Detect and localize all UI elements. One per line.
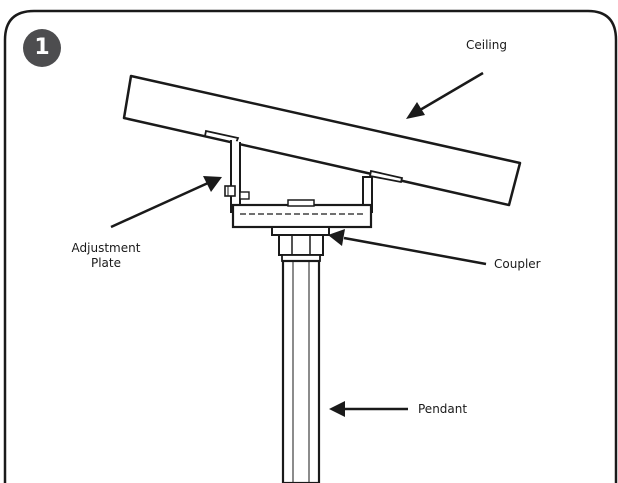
step-number-badge: 1 [23, 29, 61, 67]
coupler-arrow-line [343, 236, 487, 266]
adjustment-plate-label: Adjustment Plate [64, 241, 148, 271]
adjustment-arrow-line [110, 181, 209, 229]
adjustment-plate-left-leg [230, 140, 241, 213]
pendant-arrow-head [329, 401, 345, 417]
ceiling-arrow-line [419, 71, 484, 112]
ceiling-label: Ceiling [466, 38, 507, 52]
adjustment-plate-label-line1: Adjustment [71, 241, 141, 255]
adjustment-arrow-head [203, 176, 222, 192]
pendant-label: Pendant [418, 402, 468, 416]
left-leg-screw [224, 185, 236, 197]
ceiling-arrow-head [406, 102, 425, 119]
adjustment-plate-bar [231, 203, 373, 229]
coupler-label: Coupler [494, 257, 541, 271]
pendant-tube [281, 259, 321, 483]
coupler-nut [278, 234, 324, 256]
adjustment-plate-label-line2: Plate [90, 256, 121, 270]
frame-border [3, 9, 618, 483]
ceiling-slab [122, 74, 522, 207]
right-bracket-tab [368, 169, 404, 184]
coupler-arrow-head [328, 229, 345, 246]
coupler-top [271, 226, 330, 236]
